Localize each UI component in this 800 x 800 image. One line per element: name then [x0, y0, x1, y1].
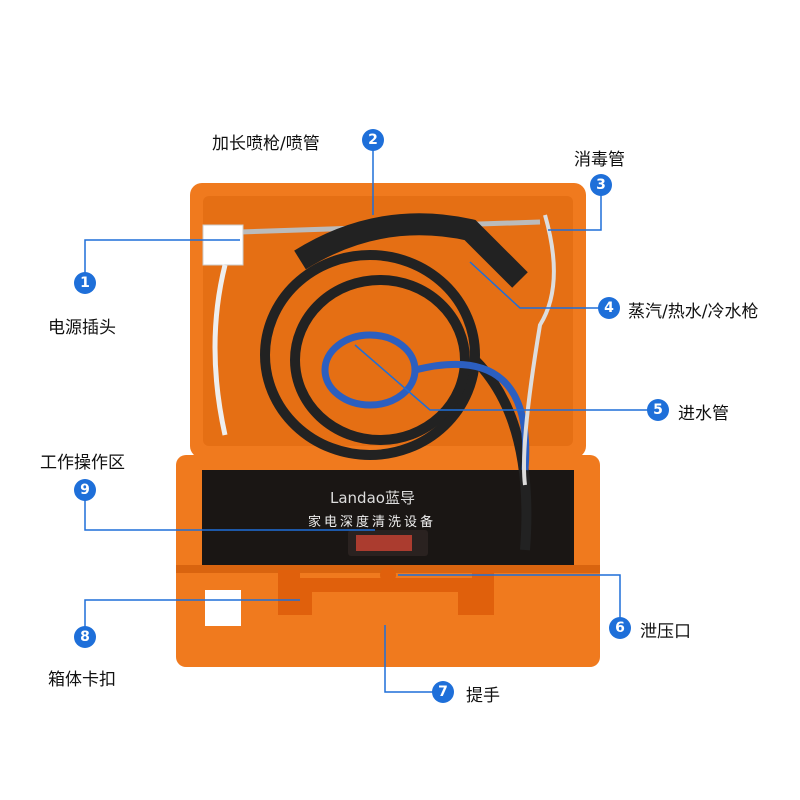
- leader-lines: [84, 140, 658, 693]
- callout-label-handle: 提手: [466, 686, 500, 706]
- label-sticker: [205, 590, 241, 626]
- callout-number-9: 9: [74, 479, 96, 501]
- handle: [298, 578, 472, 615]
- callout-label-steam-gun: 蒸汽/热水/冷水枪: [628, 302, 759, 322]
- callout-label-extension-wand: 加长喷枪/喷管: [212, 134, 320, 154]
- callout-label-operation-area: 工作操作区: [40, 453, 125, 473]
- callout-label-pressure-relief: 泄压口: [640, 622, 691, 642]
- steam-hose: [260, 250, 532, 551]
- callout-label-water-inlet: 进水管: [678, 404, 729, 424]
- brand-logo: Landao蓝导: [330, 489, 415, 507]
- power-cord: [212, 264, 228, 436]
- callout-number-5: 5: [647, 399, 669, 421]
- callout-number-7: 7: [432, 681, 454, 703]
- callout-label-case-latch: 箱体卡扣: [48, 670, 116, 690]
- callout-label-power-plug: 电源插头: [48, 318, 116, 338]
- callout-number-2: 2: [362, 129, 384, 151]
- display: [356, 535, 412, 551]
- callout-number-8: 8: [74, 626, 96, 648]
- panel-title: 家电深度清洗设备: [308, 515, 437, 530]
- pressure-valve: [380, 567, 396, 583]
- callout-label-disinfection-tube: 消毒管: [574, 150, 625, 170]
- callout-number-4: 4: [598, 297, 620, 319]
- callout-number-3: 3: [590, 174, 612, 196]
- callout-number-6: 6: [609, 617, 631, 639]
- disinfection-tube: [522, 214, 556, 486]
- steam-gun: [294, 213, 528, 288]
- callout-number-1: 1: [74, 272, 96, 294]
